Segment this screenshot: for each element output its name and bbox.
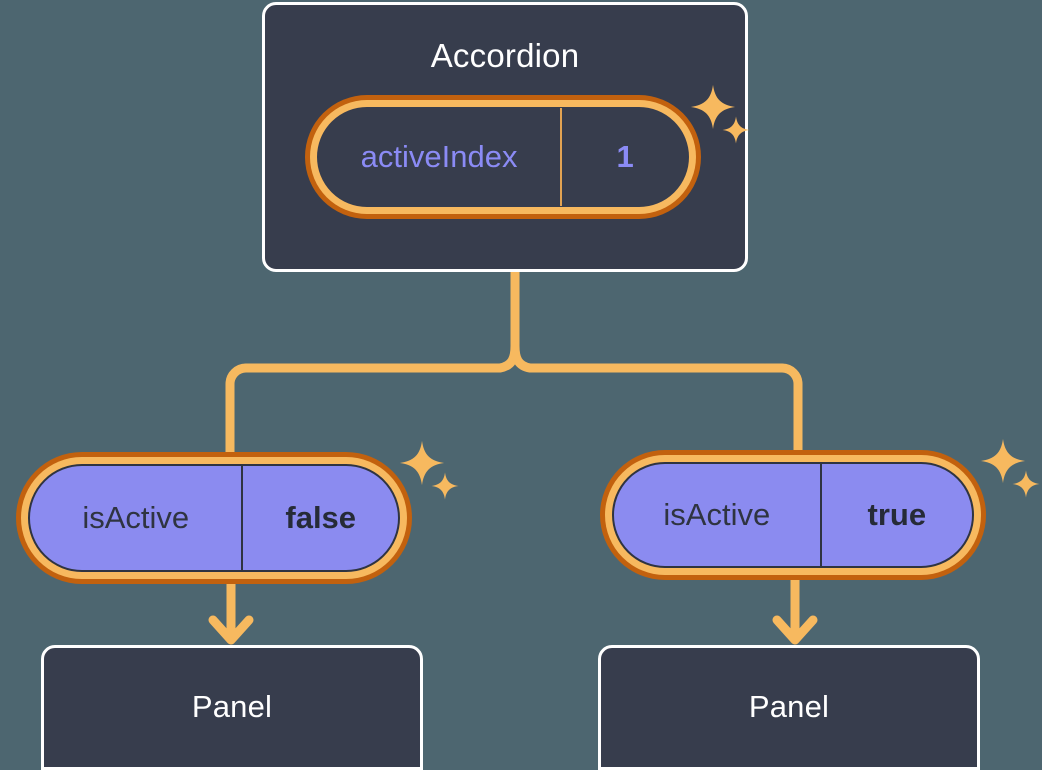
panel-right-title: Panel <box>748 689 830 724</box>
state-value-activeindex: 1 <box>616 139 634 174</box>
state-pill-body: isActive false <box>28 464 400 572</box>
panel-left-component-box[interactable]: Panel <box>41 645 423 770</box>
sparkle-cluster-accordion <box>690 84 760 154</box>
arrow-left-head-icon <box>208 615 254 645</box>
sparkle-icon-small <box>431 472 459 500</box>
sparkle-icon <box>690 84 736 130</box>
state-pill-activeindex[interactable]: activeIndex 1 <box>305 95 701 219</box>
state-pill-body: activeIndex 1 <box>317 107 689 207</box>
sparkle-icon-small <box>1012 470 1040 498</box>
sparkle-cluster-right-state <box>980 438 1042 508</box>
state-key-isactive-left: isActive <box>30 466 244 570</box>
state-pill-body: isActive true <box>612 462 974 568</box>
connector-junction <box>241 341 520 373</box>
sparkle-icon <box>980 438 1026 484</box>
accordion-title: Accordion <box>430 37 580 74</box>
state-pill-inner-ring: isActive true <box>605 455 981 575</box>
state-key-activeindex: activeIndex <box>318 108 563 206</box>
state-key-isactive-right: isActive <box>614 464 822 566</box>
sparkle-icon <box>399 440 445 486</box>
state-pill-inner-ring: activeIndex 1 <box>310 100 696 214</box>
sparkle-icon-small <box>722 116 750 144</box>
state-value-isactive-right: true <box>867 497 927 532</box>
connector-to-right-state <box>761 363 803 465</box>
connector-junction-right <box>510 341 787 373</box>
panel-right-component-box[interactable]: Panel <box>598 645 980 770</box>
state-pill-inner-ring: isActive false <box>21 457 407 579</box>
arrow-right-head-icon <box>772 615 818 645</box>
state-pill-isactive-left[interactable]: isActive false <box>16 452 412 584</box>
connector-to-left-state <box>225 363 267 467</box>
sparkle-cluster-left-state <box>399 440 469 510</box>
panel-left-title: Panel <box>191 689 273 724</box>
state-pill-isactive-right[interactable]: isActive true <box>600 450 986 580</box>
state-value-isactive-left: false <box>285 500 357 535</box>
